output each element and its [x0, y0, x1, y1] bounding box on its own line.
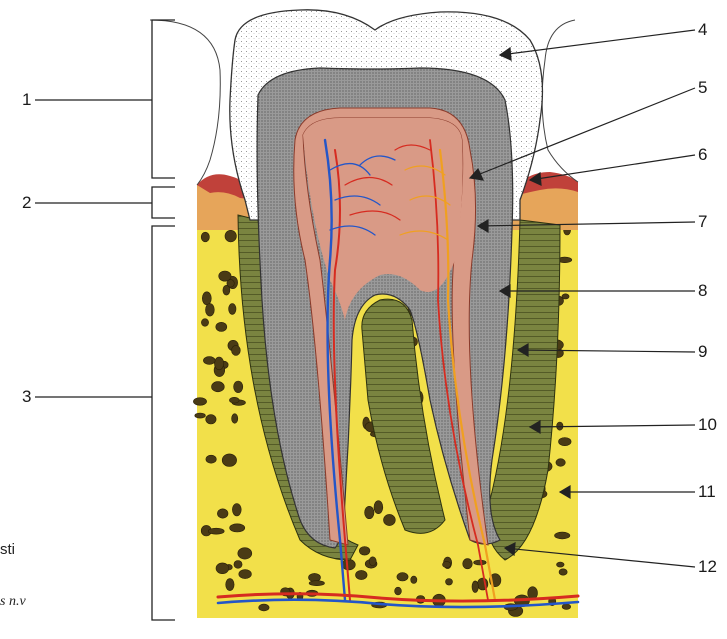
label-9: 9 [698, 343, 707, 360]
bone-trabecula [225, 230, 236, 242]
bone-trabecula [395, 587, 402, 595]
bone-trabecula [217, 509, 228, 518]
bone-trabecula [203, 357, 215, 365]
brackets [152, 20, 175, 620]
bone-trabecula [559, 569, 567, 575]
bone-trabecula [356, 570, 368, 579]
bone-trabecula [556, 459, 565, 467]
label-7: 7 [698, 213, 707, 230]
bone-trabecula [411, 576, 417, 583]
bone-trabecula [374, 501, 383, 514]
margin-text-sti: sti [0, 541, 15, 558]
bone-trabecula [557, 562, 565, 567]
bone-trabecula [206, 415, 216, 424]
bone-trabecula [193, 398, 206, 406]
bone-trabecula [369, 557, 376, 566]
label-5: 5 [698, 79, 707, 96]
label-11: 11 [698, 483, 716, 500]
bone-trabecula [229, 397, 239, 403]
bone-trabecula [201, 319, 208, 327]
bone-trabecula [212, 382, 225, 392]
label-10: 10 [698, 416, 717, 433]
bone-trabecula [219, 271, 231, 281]
bone-trabecula [365, 506, 374, 518]
bone-trabecula [397, 573, 408, 581]
bone-trabecula [214, 357, 223, 370]
label-8: 8 [698, 282, 707, 299]
bone-trabecula [238, 548, 252, 559]
bone-trabecula [555, 532, 570, 539]
bone-trabecula [446, 579, 453, 586]
bone-trabecula [472, 581, 478, 593]
label-1: 1 [22, 91, 31, 108]
label-12: 12 [698, 558, 717, 575]
bone-trabecula [562, 294, 569, 299]
bone-trabecula [201, 232, 209, 242]
bone-trabecula [202, 292, 211, 305]
bone-trabecula [309, 581, 324, 586]
bone-trabecula [528, 587, 538, 600]
bone-trabecula [359, 547, 370, 556]
bone-trabecula [222, 454, 236, 467]
bone-trabecula [342, 559, 355, 570]
bone-trabecula [216, 322, 227, 331]
bone-trabecula [443, 561, 451, 567]
bone-trabecula [223, 285, 230, 295]
bone-trabecula [195, 413, 206, 418]
bone-trabecula [232, 414, 238, 424]
bone-trabecula [259, 604, 269, 611]
bone-trabecula [474, 560, 487, 565]
label-3: 3 [22, 388, 31, 405]
label-2: 2 [22, 194, 31, 211]
bone-trabecula [239, 570, 252, 579]
bone-trabecula [234, 561, 242, 569]
bone-trabecula [206, 455, 216, 463]
bone-trabecula [309, 573, 321, 581]
bone-trabecula [206, 304, 215, 317]
bone-trabecula [216, 563, 229, 574]
bone-trabecula [232, 345, 241, 355]
bone-trabecula [230, 524, 245, 532]
label-4: 4 [698, 21, 707, 38]
bone-trabecula [232, 504, 241, 516]
bone-trabecula [229, 304, 236, 315]
bone-trabecula [226, 579, 234, 591]
margin-text-nv: s n.v [0, 594, 26, 610]
bone-trabecula [384, 514, 396, 525]
bone-trabecula [463, 559, 473, 569]
bone-trabecula [234, 381, 243, 393]
bone-trabecula [208, 528, 224, 534]
left-leader-lines [35, 100, 152, 397]
bone-trabecula [562, 604, 571, 609]
bone-trabecula [559, 438, 572, 446]
label-6: 6 [698, 146, 707, 163]
